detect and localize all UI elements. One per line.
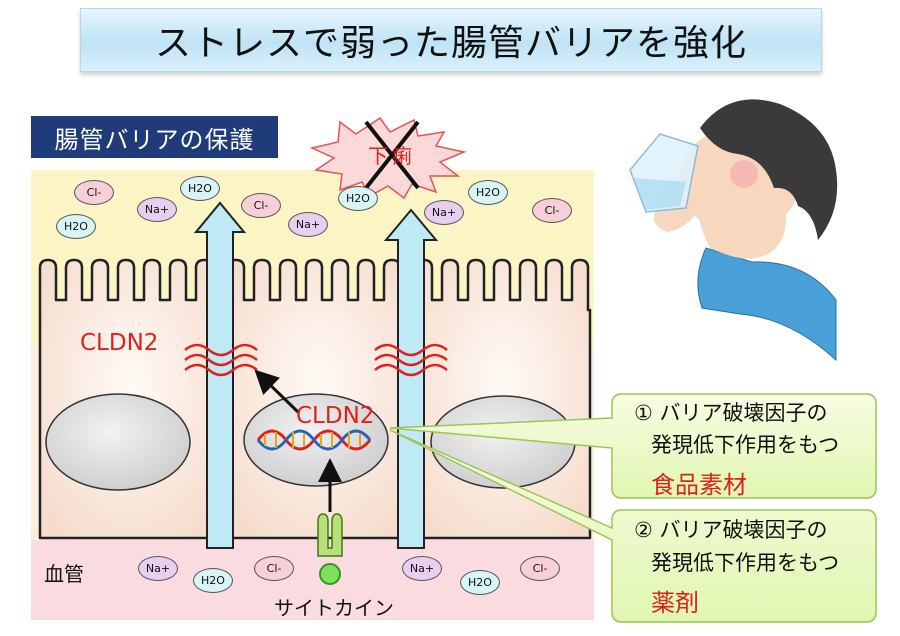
tight-junction-right: [374, 343, 448, 377]
section-label: 腸管バリアの保護: [31, 116, 278, 158]
chloride-ion-badge: Cl-: [241, 193, 281, 218]
title-banner: ストレスで弱った腸管バリアを強化: [80, 8, 822, 72]
nucleus-left: [45, 393, 191, 491]
callout-2-line-1: ② バリア破壊因子の: [634, 518, 828, 542]
paracellular-arrow-right: [383, 208, 439, 549]
sodium-ion-badge: Na+: [402, 556, 442, 581]
callout-1-line-1: ① バリア破壊因子の: [634, 401, 828, 425]
chloride-ion-badge: Cl-: [532, 198, 572, 223]
dna-helix-icon: [256, 429, 372, 451]
chloride-ion-badge: Cl-: [254, 556, 294, 581]
water-molecule-badge: H2O: [56, 214, 96, 239]
chloride-ion-badge: Cl-: [74, 180, 114, 205]
cytokine-ball-icon: [319, 563, 341, 585]
nucleus-center: [243, 393, 389, 487]
arrow-to-cldn2: [254, 369, 300, 414]
chloride-ion-badge: Cl-: [520, 556, 560, 581]
water-molecule-badge: H2O: [338, 186, 378, 211]
callout-1-highlight: 食品素材: [651, 471, 747, 499]
sodium-ion-badge: Na+: [424, 200, 464, 225]
blood-vessel-area: [31, 540, 594, 620]
callout-bubble-1: [389, 393, 877, 499]
blood-vessel-label: 血管: [44, 562, 84, 586]
sodium-ion-badge: Na+: [288, 212, 328, 237]
water-molecule-badge: H2O: [460, 570, 500, 595]
diarrhea-label: 下痢: [368, 144, 416, 168]
sodium-ion-badge: Na+: [137, 197, 177, 222]
callout-2-highlight: 薬剤: [651, 589, 699, 617]
boy-drinking-water-illustration: [629, 99, 838, 362]
sodium-ion-badge: Na+: [138, 556, 178, 581]
cldn2-label-nucleus: CLDN2: [296, 403, 375, 429]
page-title: ストレスで弱った腸管バリアを強化: [154, 23, 747, 64]
tight-junction-left: [184, 343, 258, 377]
callout-2-line-2: 発現低下作用をもつ: [651, 551, 840, 575]
water-molecule-badge: H2O: [468, 180, 508, 205]
water-molecule-badge: H2O: [180, 176, 220, 201]
cytokine-label: サイトカイン: [274, 596, 394, 620]
water-molecule-badge: H2O: [193, 568, 233, 593]
callout-bubble-2: [389, 429, 877, 623]
cldn2-label-left: CLDN2: [80, 330, 159, 356]
callout-1-line-2: 発現低下作用をもつ: [651, 433, 840, 457]
cytokine-receptor-icon: [317, 513, 343, 557]
